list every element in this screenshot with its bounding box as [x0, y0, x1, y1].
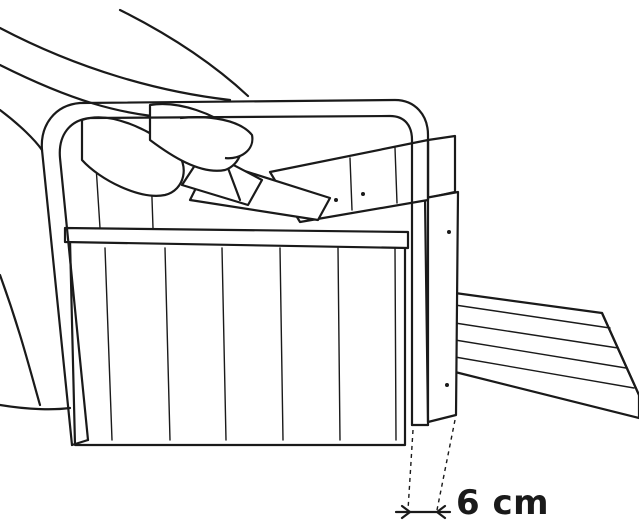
front-panel [63, 139, 410, 447]
arrow-left-icon [435, 504, 447, 520]
frame-tube [40, 98, 430, 447]
measurement-label: 6 cm [456, 483, 550, 523]
dimension-marker [394, 419, 456, 520]
back-wall [0, 273, 72, 411]
screw-hole [361, 192, 365, 196]
screw-hole [447, 230, 451, 234]
screw-hole [334, 198, 338, 202]
side-board [423, 134, 460, 424]
hand-with-tool [80, 102, 332, 222]
arrow-right-icon [400, 504, 412, 520]
screw-hole [445, 383, 449, 387]
floor-panel [453, 291, 639, 420]
